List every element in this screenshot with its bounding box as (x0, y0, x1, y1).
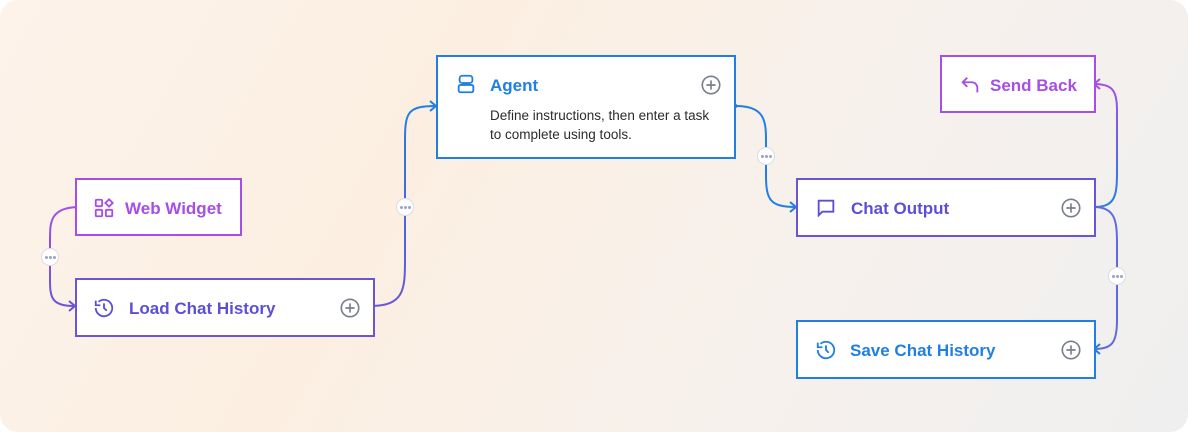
node-load-chat-history[interactable]: Load Chat History (75, 278, 375, 337)
wire-loadhistory-to-agent (369, 105, 437, 307)
node-label: Web Widget (125, 199, 222, 218)
add-icon[interactable] (1060, 197, 1082, 219)
robot-icon (457, 74, 475, 94)
node-label: Send Back (990, 76, 1077, 95)
node-web-widget[interactable]: Web Widget (75, 178, 242, 236)
wire-chatoutput-to-sendback (1093, 83, 1118, 208)
node-chat-output[interactable]: Chat Output (796, 178, 1096, 237)
connection-options-button[interactable] (1108, 267, 1126, 285)
widgets-icon (94, 197, 115, 218)
add-icon[interactable] (339, 297, 361, 319)
return-arrow-icon (961, 77, 979, 93)
node-label: Save Chat History (850, 341, 996, 360)
node-description: Define instructions, then enter a task t… (490, 108, 710, 142)
chat-bubble-icon (817, 199, 835, 218)
node-agent[interactable]: Agent Define instructions, then enter a … (436, 55, 736, 159)
connection-options-button[interactable] (396, 198, 414, 216)
connection-options-button[interactable] (757, 147, 775, 165)
history-icon (94, 298, 114, 318)
add-icon[interactable] (1060, 339, 1082, 361)
node-label: Load Chat History (129, 299, 276, 318)
add-icon[interactable] (700, 74, 722, 96)
node-label: Agent (490, 76, 539, 95)
node-save-chat-history[interactable]: Save Chat History (796, 320, 1096, 379)
node-label: Chat Output (851, 199, 950, 218)
node-send-back[interactable]: Send Back (940, 55, 1096, 113)
connection-options-button[interactable] (41, 248, 59, 266)
history-icon (816, 340, 836, 360)
